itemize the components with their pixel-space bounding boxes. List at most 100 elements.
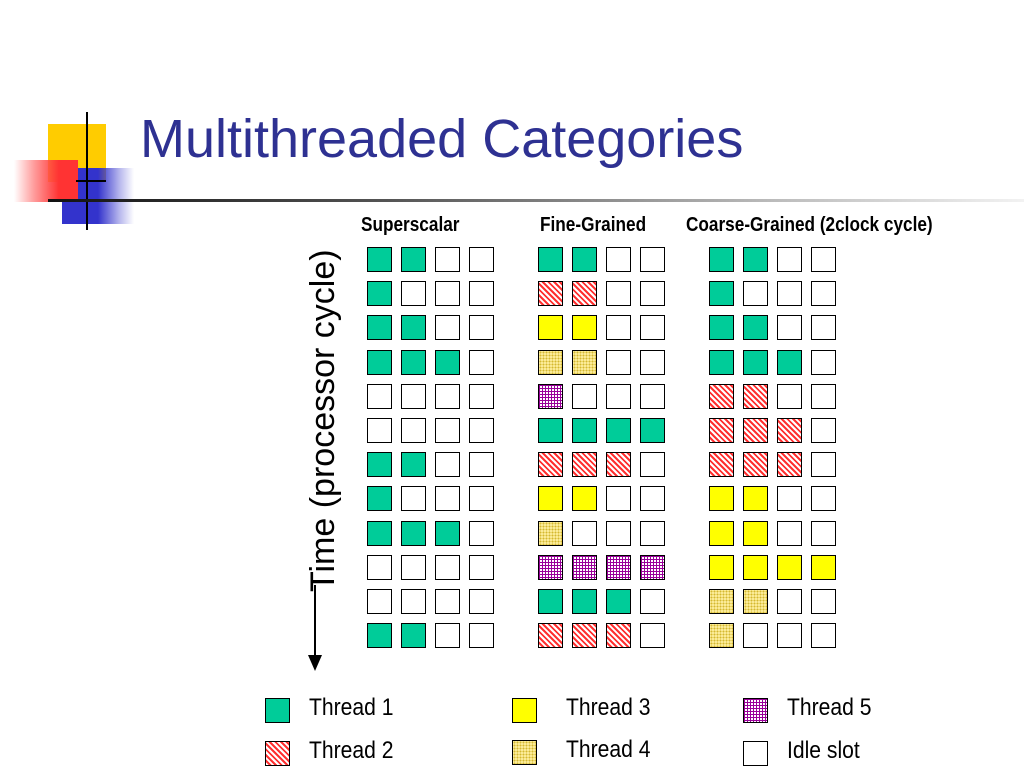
slot-superscalar-r8-c1 (367, 486, 392, 511)
slot-superscalar-r4-c4 (469, 350, 494, 375)
slot-fine-grained-r5-c4 (640, 384, 665, 409)
slot-fine-grained-r8-c2 (572, 486, 597, 511)
slot-coarse-grained-r3-c1 (709, 315, 734, 340)
deco-red-square (14, 160, 78, 202)
slot-coarse-grained-r5-c2 (743, 384, 768, 409)
slot-superscalar-r2-c1 (367, 281, 392, 306)
slot-superscalar-r11-c3 (435, 589, 460, 614)
slot-superscalar-r7-c1 (367, 452, 392, 477)
slot-fine-grained-r3-c4 (640, 315, 665, 340)
slot-coarse-grained-r12-c4 (811, 623, 836, 648)
legend-label-thread-4: Thread 4 (566, 736, 651, 763)
legend-swatch-thread-5 (743, 698, 768, 723)
slot-coarse-grained-r2-c1 (709, 281, 734, 306)
slot-superscalar-r9-c1 (367, 521, 392, 546)
slot-superscalar-r1-c2 (401, 247, 426, 272)
legend-swatch-thread-4 (512, 740, 537, 765)
slot-fine-grained-r6-c3 (606, 418, 631, 443)
deco-vertical-line (86, 112, 88, 230)
slot-fine-grained-r7-c3 (606, 452, 631, 477)
slot-superscalar-r1-c3 (435, 247, 460, 272)
slot-coarse-grained-r1-c3 (777, 247, 802, 272)
slot-superscalar-r7-c3 (435, 452, 460, 477)
legend-swatch-thread-1 (265, 698, 290, 723)
slot-fine-grained-r9-c1 (538, 521, 563, 546)
slot-fine-grained-r9-c2 (572, 521, 597, 546)
legend-label-thread-3: Thread 3 (566, 694, 651, 721)
slot-fine-grained-r8-c4 (640, 486, 665, 511)
slot-superscalar-r6-c1 (367, 418, 392, 443)
time-axis-arrow-icon (308, 655, 322, 671)
slot-coarse-grained-r8-c2 (743, 486, 768, 511)
slot-superscalar-r2-c3 (435, 281, 460, 306)
slot-fine-grained-r5-c2 (572, 384, 597, 409)
slot-coarse-grained-r8-c3 (777, 486, 802, 511)
slot-fine-grained-r11-c4 (640, 589, 665, 614)
slot-fine-grained-r3-c3 (606, 315, 631, 340)
slot-coarse-grained-r1-c2 (743, 247, 768, 272)
slot-coarse-grained-r1-c1 (709, 247, 734, 272)
slot-fine-grained-r12-c4 (640, 623, 665, 648)
slot-superscalar-r10-c1 (367, 555, 392, 580)
slot-fine-grained-r5-c3 (606, 384, 631, 409)
slot-coarse-grained-r6-c3 (777, 418, 802, 443)
time-axis-label-text: Time (processor cycle) (304, 249, 342, 592)
slot-fine-grained-r4-c2 (572, 350, 597, 375)
slot-fine-grained-r4-c3 (606, 350, 631, 375)
slot-coarse-grained-r10-c2 (743, 555, 768, 580)
slot-coarse-grained-r5-c4 (811, 384, 836, 409)
column-title-fine-grained: Fine-Grained (540, 214, 647, 236)
legend-swatch-thread-3 (512, 698, 537, 723)
slot-coarse-grained-r7-c1 (709, 452, 734, 477)
slot-coarse-grained-r9-c2 (743, 521, 768, 546)
slot-fine-grained-r10-c3 (606, 555, 631, 580)
slot-superscalar-r3-c1 (367, 315, 392, 340)
slot-superscalar-r5-c2 (401, 384, 426, 409)
slot-coarse-grained-r12-c3 (777, 623, 802, 648)
slot-fine-grained-r6-c4 (640, 418, 665, 443)
slot-coarse-grained-r8-c1 (709, 486, 734, 511)
legend-swatch-thread-2 (265, 741, 290, 766)
slot-superscalar-r3-c3 (435, 315, 460, 340)
slot-superscalar-r4-c1 (367, 350, 392, 375)
slot-fine-grained-r3-c2 (572, 315, 597, 340)
slot-fine-grained-r11-c1 (538, 589, 563, 614)
slot-coarse-grained-r7-c2 (743, 452, 768, 477)
slot-fine-grained-r2-c1 (538, 281, 563, 306)
legend-label-thread-5: Thread 5 (787, 694, 872, 721)
legend-label-thread-1: Thread 1 (309, 694, 394, 721)
slot-superscalar-r1-c1 (367, 247, 392, 272)
slot-superscalar-r9-c4 (469, 521, 494, 546)
slot-fine-grained-r11-c2 (572, 589, 597, 614)
slot-fine-grained-r7-c1 (538, 452, 563, 477)
slot-coarse-grained-r9-c4 (811, 521, 836, 546)
slot-coarse-grained-r6-c2 (743, 418, 768, 443)
slot-coarse-grained-r8-c4 (811, 486, 836, 511)
slot-coarse-grained-r6-c1 (709, 418, 734, 443)
slot-superscalar-r7-c4 (469, 452, 494, 477)
page-title: Multithreaded Categories (140, 109, 744, 169)
slot-coarse-grained-r5-c1 (709, 384, 734, 409)
slot-fine-grained-r11-c3 (606, 589, 631, 614)
slot-coarse-grained-r7-c4 (811, 452, 836, 477)
deco-horizontal-line (76, 180, 106, 182)
slot-coarse-grained-r9-c3 (777, 521, 802, 546)
slot-fine-grained-r6-c1 (538, 418, 563, 443)
slot-coarse-grained-r11-c1 (709, 589, 734, 614)
slot-coarse-grained-r10-c4 (811, 555, 836, 580)
slot-fine-grained-r1-c1 (538, 247, 563, 272)
slot-coarse-grained-r11-c2 (743, 589, 768, 614)
slot-fine-grained-r7-c4 (640, 452, 665, 477)
slot-coarse-grained-r9-c1 (709, 521, 734, 546)
slot-coarse-grained-r10-c3 (777, 555, 802, 580)
slot-superscalar-r8-c3 (435, 486, 460, 511)
slot-superscalar-r6-c4 (469, 418, 494, 443)
slot-superscalar-r9-c2 (401, 521, 426, 546)
slot-coarse-grained-r4-c1 (709, 350, 734, 375)
slot-coarse-grained-r11-c4 (811, 589, 836, 614)
slot-fine-grained-r9-c3 (606, 521, 631, 546)
slot-superscalar-r12-c2 (401, 623, 426, 648)
slot-coarse-grained-r12-c1 (709, 623, 734, 648)
legend-label-idle-slot: Idle slot (787, 737, 860, 764)
slot-superscalar-r10-c3 (435, 555, 460, 580)
